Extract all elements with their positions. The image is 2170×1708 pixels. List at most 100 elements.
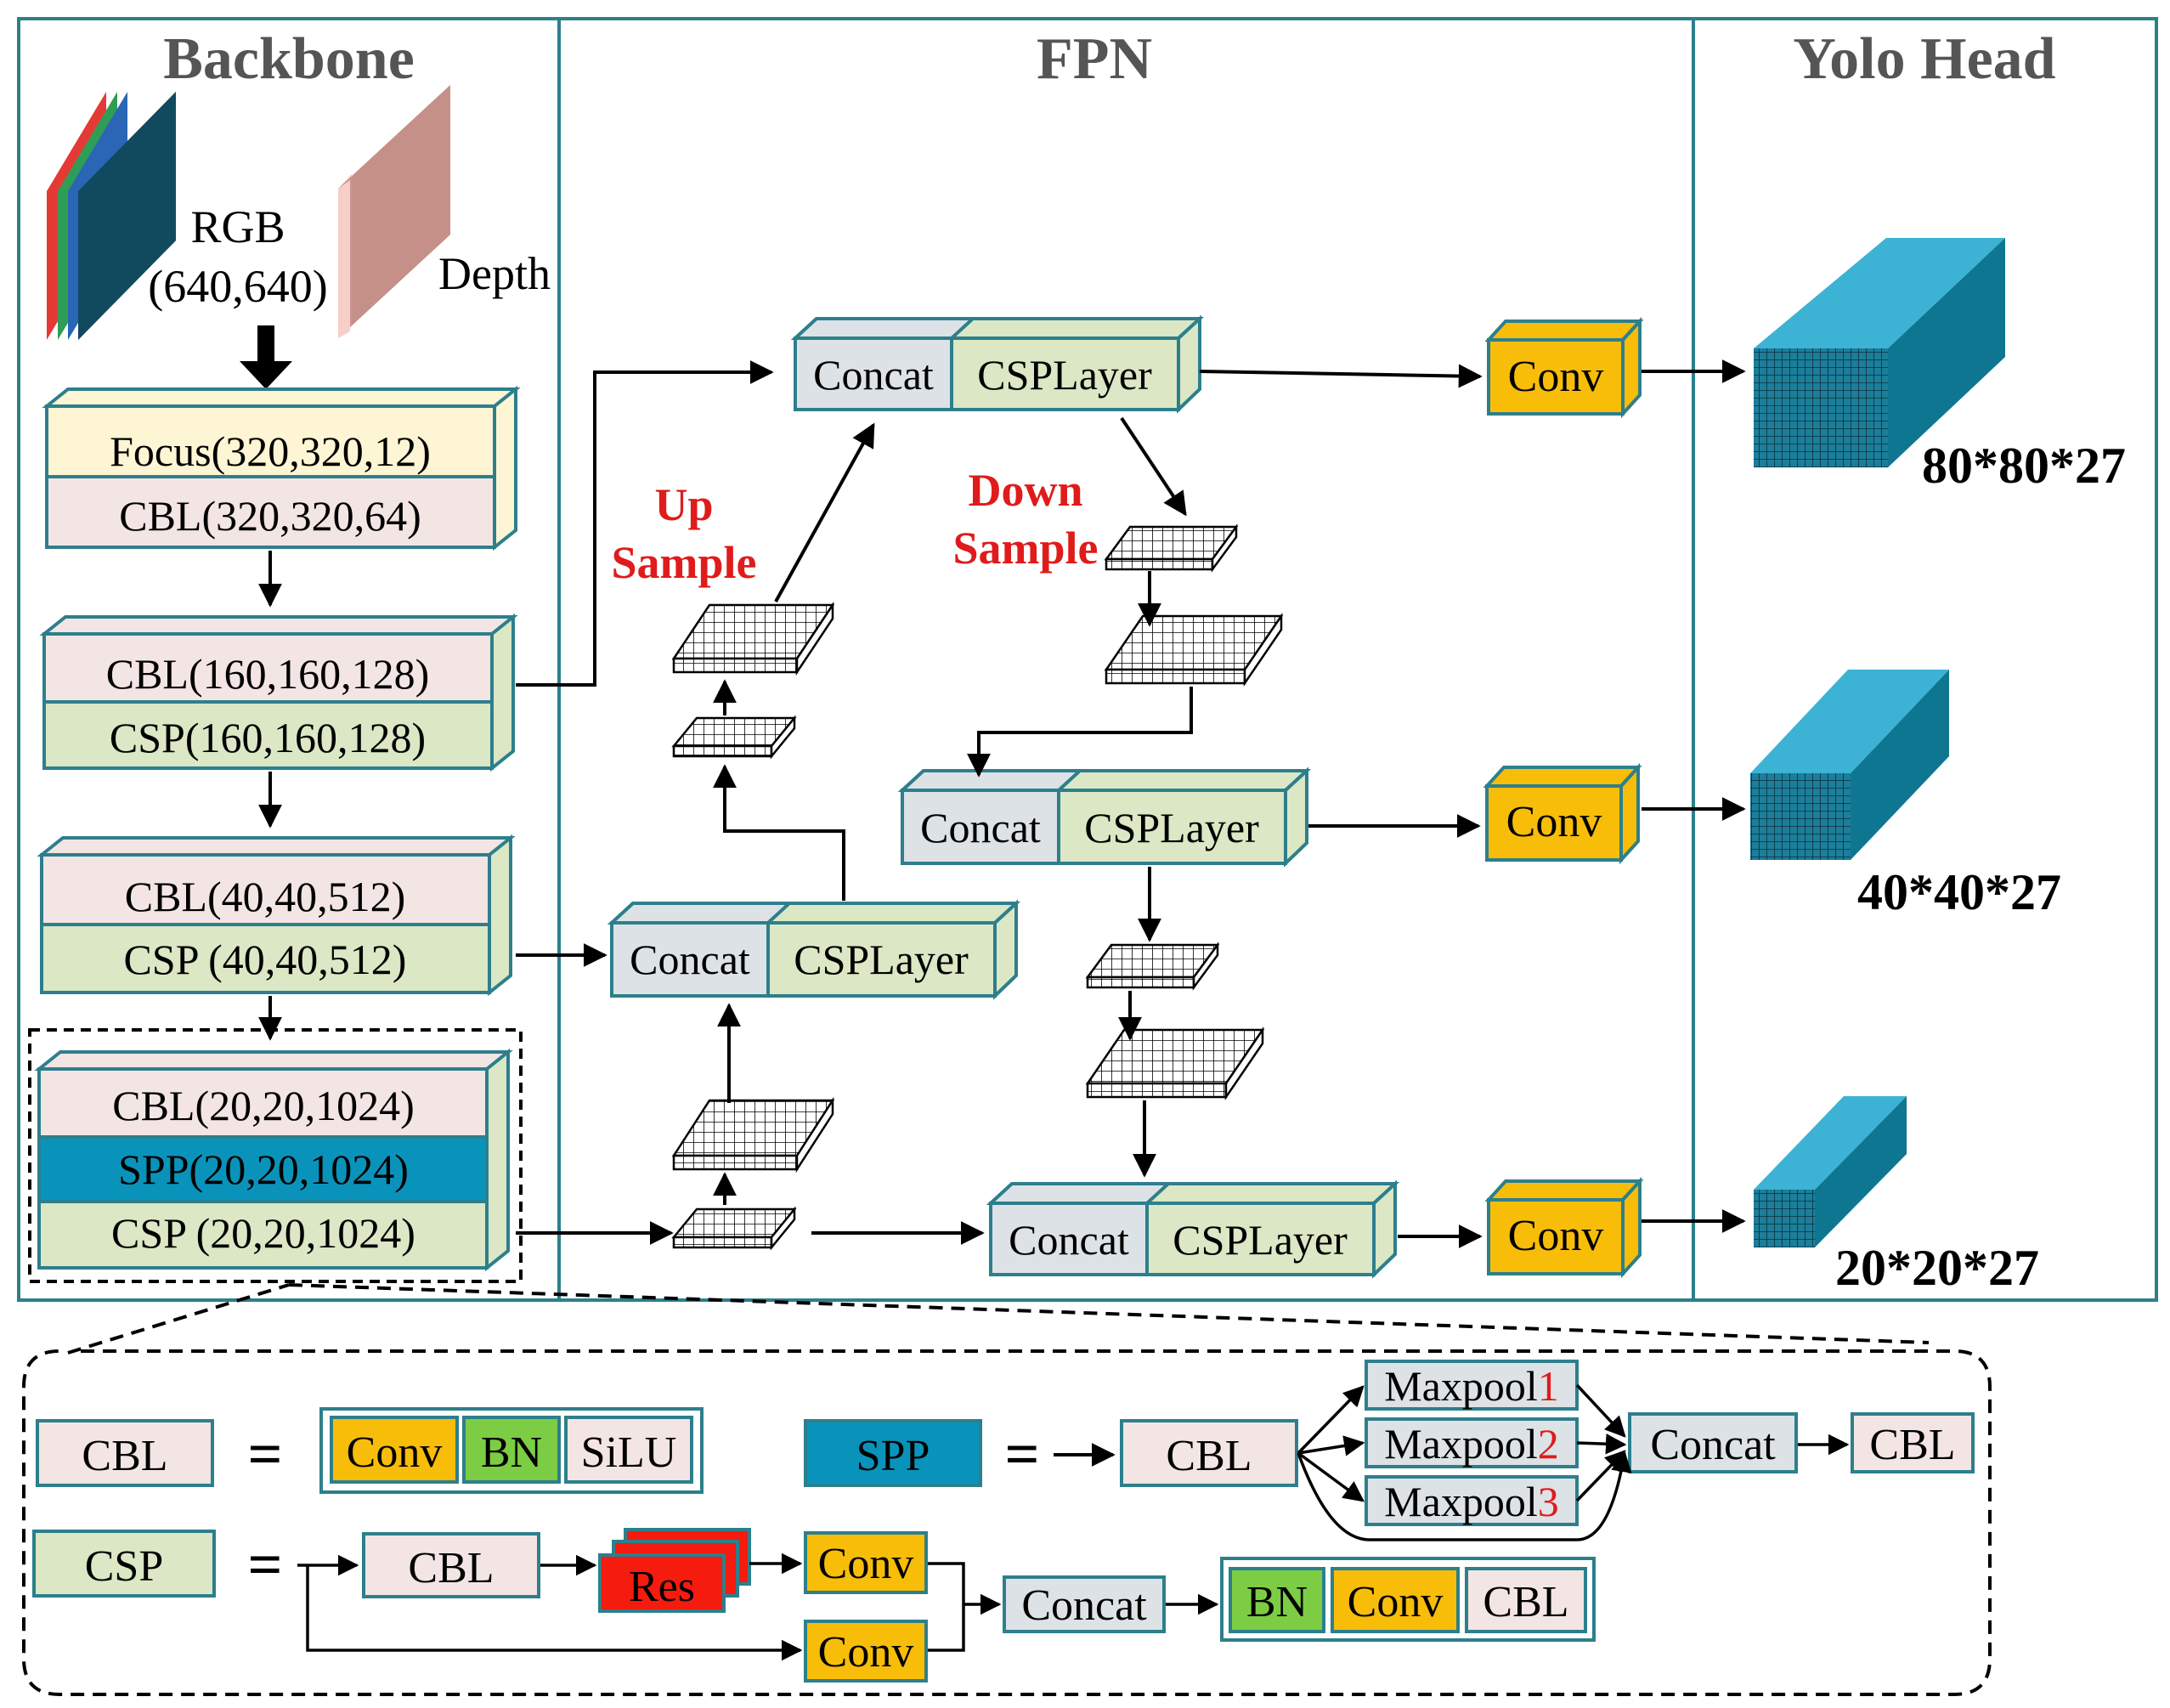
cbl-40-label: CBL(40,40,512) <box>125 873 406 920</box>
fpn-concat-csplayer-bottom: Concat CSPLayer <box>986 1179 1400 1279</box>
down-sample-label-1: Down <box>968 465 1082 516</box>
depth-input-slab <box>338 85 450 338</box>
focus-block <box>45 404 496 478</box>
up-sample-label-2: Sample <box>611 537 756 588</box>
grid-bottom-small <box>671 1206 797 1251</box>
csp-160-label: CSP(160,160,128) <box>110 714 426 761</box>
conv-block-mid: Conv <box>1483 762 1642 865</box>
csp-160-block <box>42 700 494 770</box>
conv-block-bottom: Conv <box>1484 1176 1644 1279</box>
cbl-20-block <box>37 1067 489 1139</box>
cbl-320-block <box>45 475 496 549</box>
maxpool-2-label: Maxpool2 <box>1384 1420 1559 1468</box>
output-20-label: 20*20*27 <box>1835 1240 2039 1296</box>
legend-csp-arrows <box>297 1552 1219 1661</box>
legend-csp: CSP = CBL Res Conv Conv Concat BN Conv C… <box>32 1528 1596 1683</box>
fpn-concat-csplayer-left: Concat CSPLayer <box>607 899 1021 1000</box>
maxpool-3-label: Maxpool3 <box>1384 1478 1559 1525</box>
section-frames <box>17 17 2158 1302</box>
legend-spp-label: SPP <box>856 1432 930 1480</box>
maxpool-1-label: Maxpool1 <box>1384 1362 1559 1410</box>
grid-up-large <box>671 601 835 676</box>
head-frame <box>1692 17 2158 1302</box>
csp-40-label: CSP (40,40,512) <box>124 936 407 983</box>
depth-label: Depth <box>438 248 551 299</box>
grid-down-large <box>1104 612 1284 687</box>
spp-dashed-box <box>28 1028 523 1283</box>
backbone-title: Backbone <box>163 26 415 92</box>
concat-label: Concat <box>1009 1216 1129 1264</box>
legend-eq: = <box>1004 1420 1039 1488</box>
legend-callout <box>22 1283 1992 1696</box>
backbone-stack-4: CBL(20,20,1024) SPP(20,20,1024) CSP (20,… <box>34 1048 513 1272</box>
output-cube-40 <box>1750 670 1949 860</box>
up-sample-label-1: Up <box>654 479 713 530</box>
output-80-label: 80*80*27 <box>1922 438 2126 494</box>
grid-bottom-large <box>671 1096 835 1174</box>
concat-label: Concat <box>813 351 934 399</box>
legend-res-label: Res <box>629 1563 695 1611</box>
grid-up-small <box>671 715 797 760</box>
grid-mid-small <box>1085 942 1220 991</box>
csplayer-label: CSPLayer <box>1084 804 1259 851</box>
legend-eq: = <box>247 1420 282 1488</box>
conv-label: Conv <box>1508 353 1604 401</box>
legend-cbl-label: CBL <box>82 1432 167 1480</box>
legend-csp-cbl-label: CBL <box>408 1544 494 1592</box>
head-title: Yolo Head <box>1793 26 2055 92</box>
legend-bn-label: BN <box>481 1428 542 1477</box>
backbone-stack-1: Focus(320,320,12) CBL(320,320,64) <box>42 385 521 551</box>
fpn-arrows <box>516 359 1746 1248</box>
csplayer-label: CSPLayer <box>1173 1216 1348 1264</box>
focus-label: Focus(320,320,12) <box>110 427 431 475</box>
output-cube-20 <box>1754 1096 1907 1247</box>
concat-label: Concat <box>630 936 750 983</box>
legend-spp-arrows <box>1297 1383 1850 1541</box>
fpn-concat-csplayer-top: Concat CSPLayer <box>790 314 1205 414</box>
grid-down-small <box>1104 523 1239 573</box>
legend-conv-label: Conv <box>347 1428 443 1477</box>
down-sample-label-2: Sample <box>952 523 1098 574</box>
feature-grid-icons <box>671 523 1284 1251</box>
conv-label: Conv <box>1506 798 1602 846</box>
concat-label: Concat <box>920 804 1041 851</box>
cbl-20-label: CBL(20,20,1024) <box>112 1082 415 1129</box>
spp-20-label: SPP(20,20,1024) <box>118 1145 409 1193</box>
legend-csp-conv3-label: Conv <box>1348 1578 1444 1626</box>
output-cube-80 <box>1754 238 2005 467</box>
fpn-title: FPN <box>1037 26 1152 92</box>
csp-40-block <box>40 923 491 994</box>
fpn-concat-csplayer-mid: Concat CSPLayer <box>897 766 1312 868</box>
backbone-stack-2: CBL(160,160,128) CSP(160,160,128) <box>39 613 518 772</box>
legend-silu-label: SiLU <box>581 1428 677 1477</box>
legend-spp: SPP = CBL Maxpool1 Maxpool2 Maxpool3 Con… <box>804 1360 1975 1526</box>
rgb-label: RGB <box>190 201 285 252</box>
cbl-320-label: CBL(320,320,64) <box>119 492 421 540</box>
rgb-input-slab <box>47 92 176 340</box>
conv-label: Conv <box>1508 1212 1604 1260</box>
cbl-40-block <box>40 853 491 926</box>
legend-spp-concat-label: Concat <box>1650 1421 1776 1469</box>
csplayer-label: CSPLayer <box>794 936 969 983</box>
backbone-stack-3: CBL(40,40,512) CSP (40,40,512) <box>37 834 516 997</box>
csplayer-label: CSPLayer <box>977 351 1152 399</box>
conv-block-top: Conv <box>1484 316 1644 419</box>
rgb-size-label: (640,640) <box>148 261 327 312</box>
grid-mid-large <box>1085 1026 1265 1101</box>
legend-csp-conv1-label: Conv <box>818 1540 914 1588</box>
output-40-label: 40*40*27 <box>1857 864 2061 920</box>
cbl-160-block <box>42 632 494 704</box>
cbl-160-label: CBL(160,160,128) <box>106 650 430 698</box>
legend-csp-cbl2-label: CBL <box>1483 1578 1568 1626</box>
legend-spp-cbl-label: CBL <box>1166 1432 1252 1480</box>
legend-spp-cbl2-label: CBL <box>1869 1421 1955 1469</box>
input-thick-arrow <box>240 325 292 389</box>
legend-csp-conv2-label: Conv <box>818 1628 914 1677</box>
csp-20-block <box>37 1200 489 1270</box>
csp-20-label: CSP (20,20,1024) <box>111 1209 415 1257</box>
legend-cbl: CBL = Conv BN SiLU <box>36 1407 704 1494</box>
legend-csp-bn-label: BN <box>1246 1578 1308 1626</box>
legend-eq: = <box>247 1530 282 1598</box>
legend-csp-concat-label: Concat <box>1021 1581 1147 1630</box>
